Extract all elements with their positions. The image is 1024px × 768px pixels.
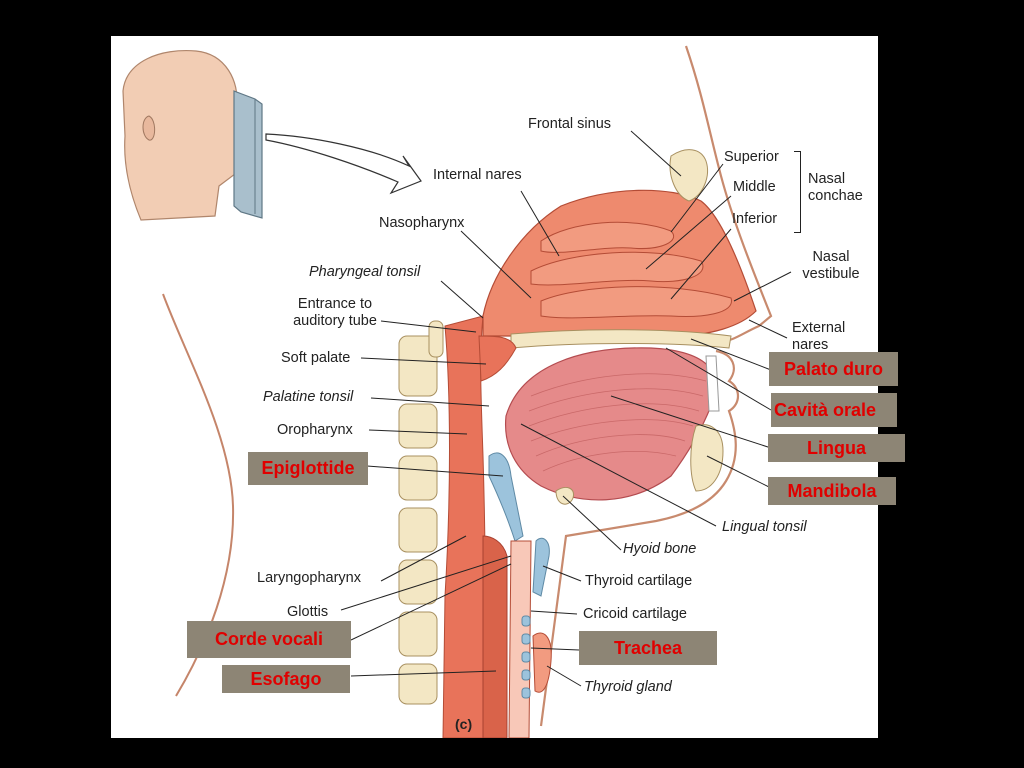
label-thyroid-gland: Thyroid gland — [584, 679, 672, 695]
label-oropharynx: Oropharynx — [277, 422, 353, 438]
tag-epiglottide: Epiglottide — [248, 452, 368, 485]
label-internal-nares: Internal nares — [433, 167, 522, 183]
label-entrance-auditory-tube: Entrance to auditory tube — [293, 296, 377, 329]
soft-palate-shape — [478, 335, 517, 382]
label-superior: Superior — [724, 149, 779, 165]
label-palatine-tonsil: Palatine tonsil — [263, 389, 354, 405]
label-hyoid-bone: Hyoid bone — [623, 541, 697, 557]
label-lingual-tonsil: Lingual tonsil — [722, 519, 807, 535]
diagram-panel: Frontal sinus Internal nares Nasopharynx… — [111, 36, 905, 738]
tag-corde-vocali: Corde vocali — [187, 621, 351, 658]
hyoid-shape — [555, 487, 575, 505]
panel-letter: (c) — [455, 716, 473, 732]
hard-palate — [510, 329, 732, 349]
lips-chin — [539, 349, 740, 727]
label-middle: Middle — [733, 179, 776, 195]
label-nasopharynx: Nasopharynx — [379, 215, 465, 231]
label-cricoid-cartilage: Cricoid cartilage — [583, 606, 687, 622]
tag-cavita-orale: Cavità orale — [771, 393, 897, 427]
frontal-bone — [669, 149, 708, 202]
teeth — [705, 355, 720, 412]
conchae-bracket — [794, 151, 801, 233]
thyroid-cartilage-shape — [532, 537, 550, 597]
label-soft-palate: Soft palate — [281, 350, 351, 366]
label-external-nares: External nares — [792, 320, 846, 353]
cervical-vertebrae — [398, 320, 444, 705]
pharynx-wall — [442, 315, 486, 738]
label-nasal-vestibule: Nasal vestibule — [802, 249, 860, 282]
label-pharyngeal-tonsil: Pharyngeal tonsil — [309, 264, 421, 280]
nasal-conchae-shapes — [530, 221, 732, 319]
tag-esofago: Esofago — [222, 665, 350, 693]
orientation-arrow — [265, 133, 422, 195]
head-orientation-icon — [122, 49, 263, 221]
label-frontal-sinus: Frontal sinus — [528, 116, 612, 132]
esophagus-shape — [482, 535, 508, 738]
label-laryngopharynx: Laryngopharynx — [257, 570, 361, 586]
epiglottis-shape — [488, 452, 524, 542]
label-thyroid-cartilage: Thyroid cartilage — [585, 573, 693, 589]
label-inferior: Inferior — [732, 211, 778, 227]
tag-palato-duro: Palato duro — [769, 352, 898, 386]
label-nasal-conchae: Nasal conchae — [808, 171, 863, 204]
tag-lingua: Lingua — [768, 434, 905, 462]
leader-lines — [340, 130, 792, 687]
face-outline — [684, 45, 773, 343]
anatomy-illustration — [122, 45, 792, 738]
tag-mandibola: Mandibola — [768, 477, 896, 505]
thyroid-gland-shape — [532, 632, 552, 693]
tag-trachea: Trachea — [579, 631, 717, 665]
label-glottis: Glottis — [287, 604, 329, 620]
mandible-shape — [690, 424, 724, 492]
